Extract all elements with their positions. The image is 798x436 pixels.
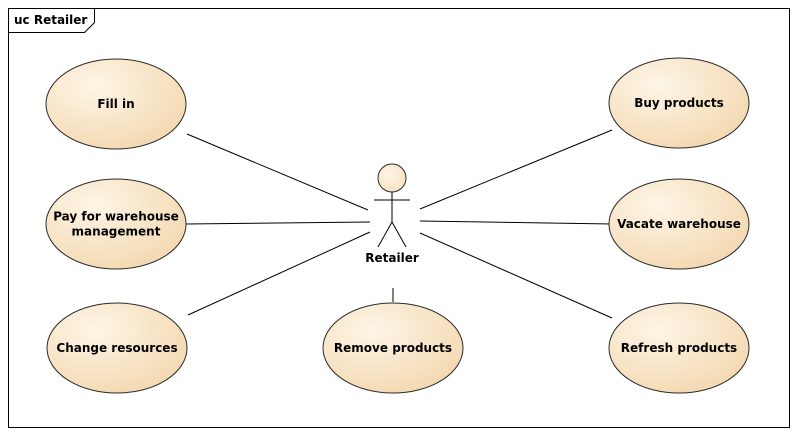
use-case-ellipse: [45, 58, 187, 150]
actor-right-leg: [391, 221, 407, 248]
use-case-label: Refresh products: [621, 341, 737, 355]
use-case-remove-products[interactable]: Remove products: [322, 302, 464, 394]
use-case-refresh-products[interactable]: Refresh products: [608, 302, 750, 394]
frame-title: uc Retailer: [14, 13, 87, 27]
association-change-resources: [187, 231, 371, 316]
use-case-label-line: Remove products: [334, 341, 452, 355]
actor-name: Retailer: [365, 251, 419, 265]
use-case-fill-in[interactable]: Fill in: [45, 58, 187, 150]
actor-retailer[interactable]: Retailer: [365, 163, 419, 265]
use-case-label: Buy products: [634, 96, 724, 110]
use-case-label-line: Refresh products: [621, 341, 737, 355]
use-case-label-line: management: [72, 225, 161, 239]
use-case-ellipse: [322, 302, 464, 394]
association-pay-for-warehouse-management: [185, 221, 371, 225]
use-case-ellipse: [46, 302, 188, 394]
use-case-label: Change resources: [56, 341, 177, 355]
use-case-vacate-warehouse[interactable]: Vacate warehouse: [608, 178, 750, 270]
use-case-ellipse: [608, 178, 750, 270]
use-case-label-line: Pay for warehouse: [53, 210, 179, 224]
use-case-change-resources[interactable]: Change resources: [46, 302, 188, 394]
use-case-label: Remove products: [334, 341, 452, 355]
actor-left-leg: [377, 221, 393, 248]
associations: [185, 129, 613, 319]
association-refresh-products: [419, 232, 613, 319]
association-buy-products: [419, 129, 613, 210]
use-case-label: Vacate warehouse: [617, 217, 741, 231]
association-fill-in: [186, 133, 369, 211]
use-case-ellipse: [608, 57, 750, 149]
use-case-ellipse: [45, 178, 187, 270]
actor-head: [377, 163, 407, 193]
use-case-label: Fill in: [97, 97, 134, 111]
use-case-label-line: Change resources: [56, 341, 177, 355]
use-case-label-line: Vacate warehouse: [617, 217, 741, 231]
association-vacate-warehouse: [419, 220, 613, 225]
use-case-label-line: Fill in: [97, 97, 134, 111]
use-case-buy-products[interactable]: Buy products: [608, 57, 750, 149]
use-case-ellipse: [608, 302, 750, 394]
use-case-label-line: Buy products: [634, 96, 724, 110]
